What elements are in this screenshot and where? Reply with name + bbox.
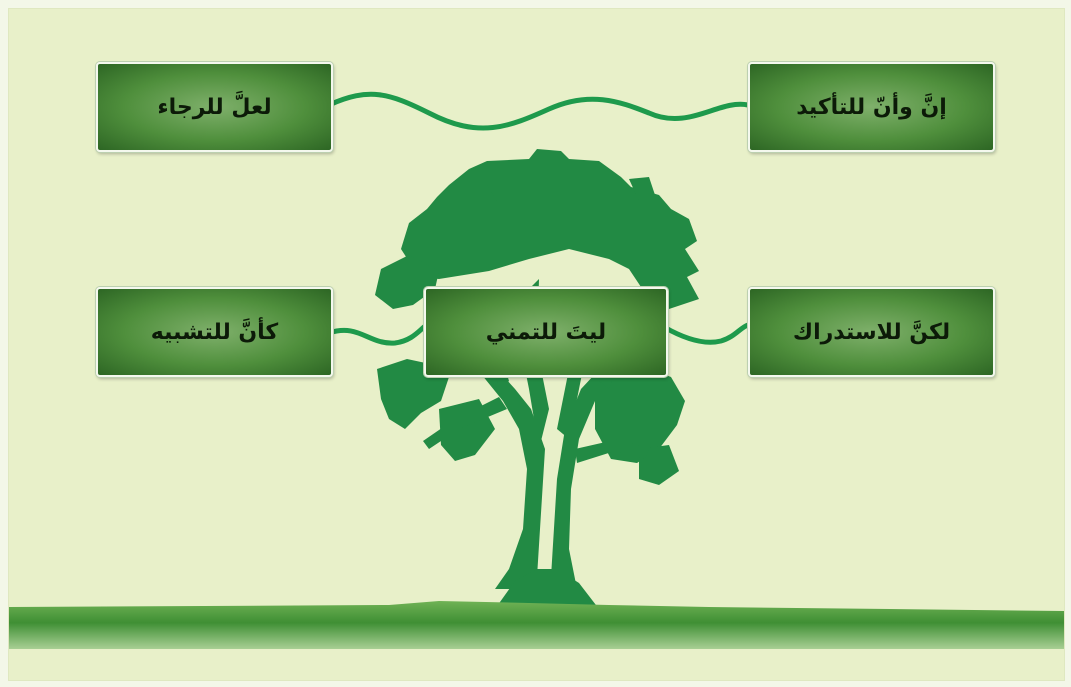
node-top-left-label: لعلَّ للرجاء bbox=[157, 94, 272, 120]
node-middle-right-label: لكنَّ للاستدراك bbox=[792, 319, 951, 345]
node-middle-center-label: ليتَ للتمني bbox=[485, 319, 607, 345]
connectors bbox=[326, 91, 751, 346]
node-top-right-label: إنَّ وأنّ للتأكيد bbox=[796, 94, 947, 120]
diagram-canvas: لعلَّ للرجاء إنَّ وأنّ للتأكيد كأنَّ للت… bbox=[8, 8, 1065, 681]
ground bbox=[9, 601, 1064, 649]
node-middle-right: لكنَّ للاستدراك bbox=[748, 287, 995, 377]
node-middle-center: ليتَ للتمني bbox=[424, 287, 668, 377]
node-middle-left: كأنَّ للتشبيه bbox=[96, 287, 333, 377]
connector-top bbox=[326, 91, 751, 131]
connector-middle-left bbox=[326, 324, 427, 346]
node-top-left: لعلَّ للرجاء bbox=[96, 62, 333, 152]
node-top-right: إنَّ وأنّ للتأكيد bbox=[748, 62, 995, 152]
node-middle-left-label: كأنَّ للتشبيه bbox=[150, 319, 279, 345]
connector-middle-right bbox=[661, 322, 751, 345]
